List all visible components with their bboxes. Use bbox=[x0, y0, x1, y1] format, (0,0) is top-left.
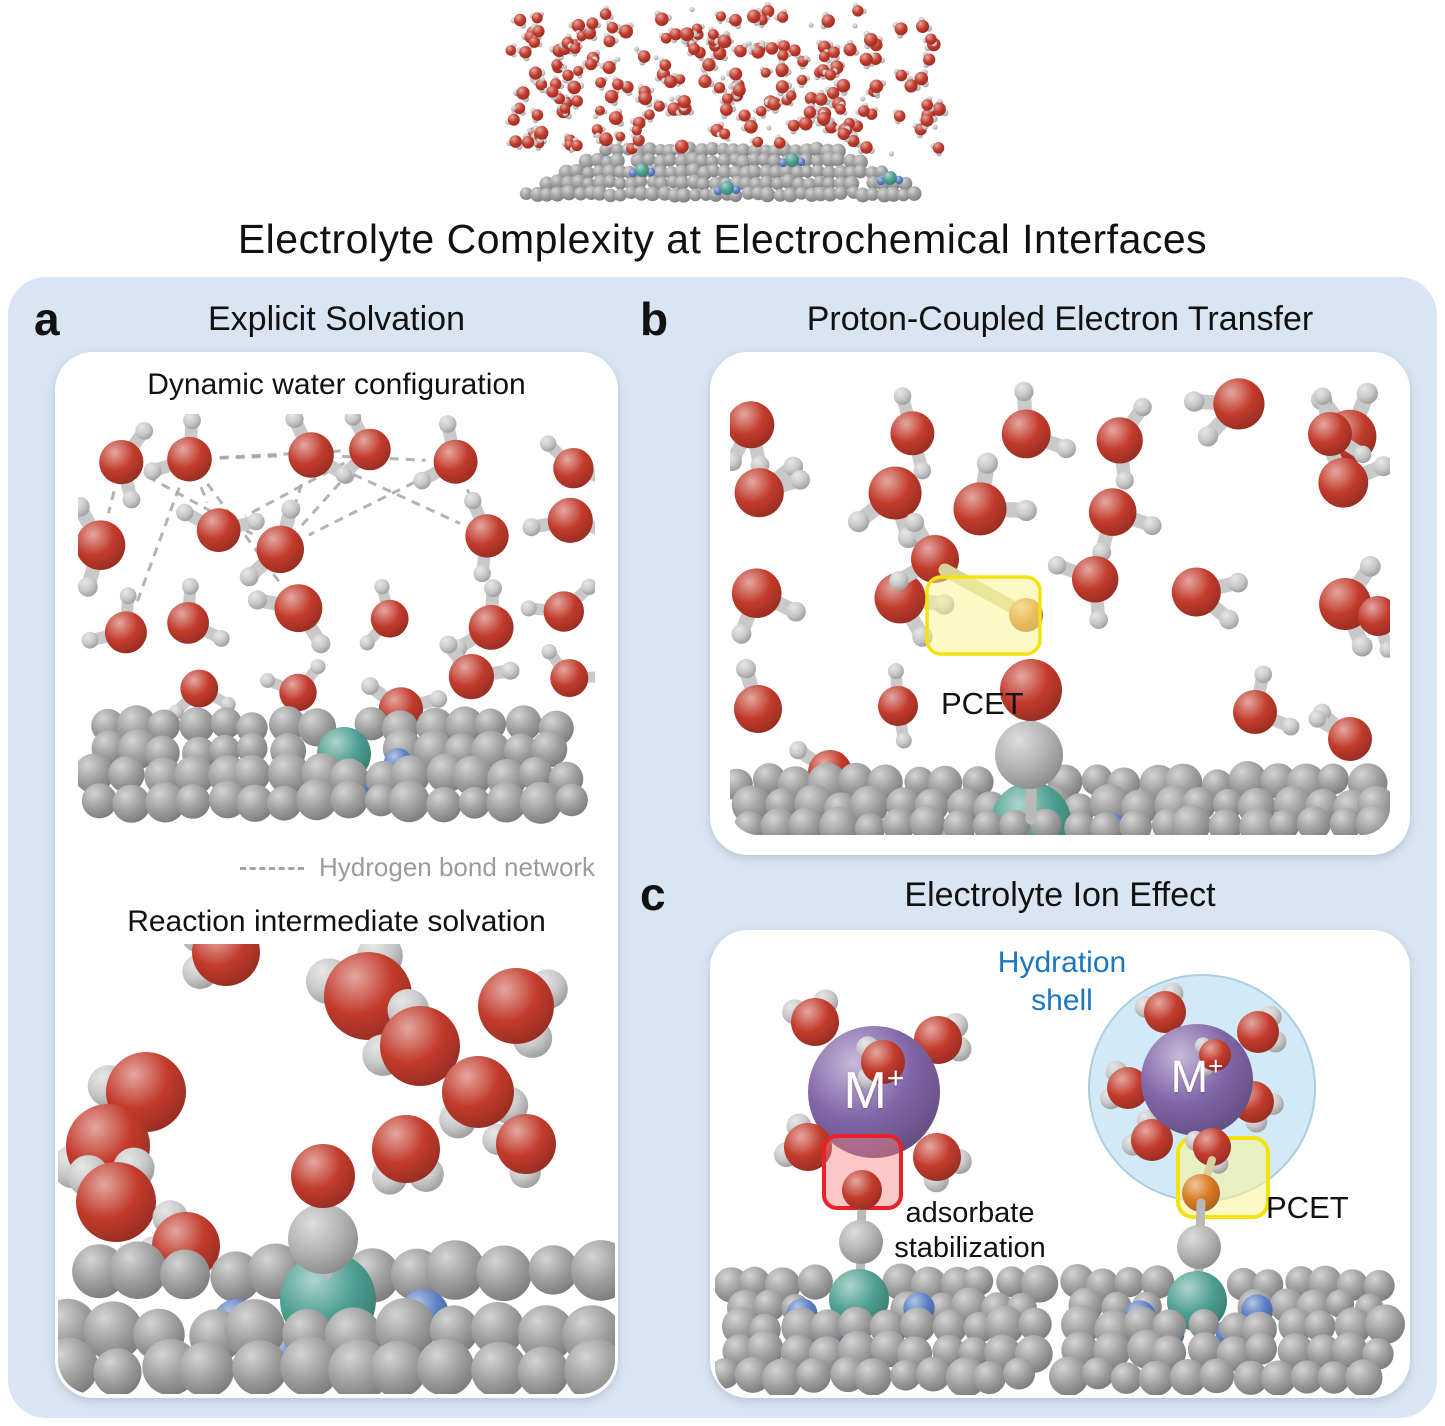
pcet-image bbox=[730, 374, 1390, 835]
hydration-shell-label: Hydration shell bbox=[948, 944, 1176, 1020]
scene-a1 bbox=[78, 414, 595, 824]
adsorbate-annotation-line1: adsorbate bbox=[905, 1197, 1035, 1229]
reaction-intermediate-title: Reaction intermediate solvation bbox=[127, 905, 546, 938]
hydrogen-bond-dash-sample bbox=[240, 867, 304, 870]
figure-title: Electrolyte Complexity at Electrochemica… bbox=[237, 216, 1208, 262]
dynamic-water-image bbox=[78, 414, 595, 838]
cation-label-left: M+ bbox=[844, 1061, 905, 1121]
panel-b-heading: Proton-Coupled Electron Transfer bbox=[806, 300, 1314, 338]
cation-charge-right: + bbox=[1208, 1050, 1224, 1081]
adsorbate-annotation: adsorbate stabilization bbox=[840, 1196, 1100, 1266]
hydration-shell-line1: Hydration bbox=[997, 946, 1127, 979]
scene-b bbox=[730, 378, 1390, 835]
dynamic-water-title: Dynamic water configuration bbox=[147, 368, 526, 401]
panel-c-label: c bbox=[640, 868, 666, 920]
scene-a2 bbox=[58, 944, 615, 1394]
hydrogen-bond-legend-label: Hydrogen bond network bbox=[319, 852, 596, 882]
hero-simulation-image bbox=[492, 2, 957, 214]
cation-label-right: M+ bbox=[1171, 1051, 1224, 1103]
hydration-shell-line2: shell bbox=[1031, 984, 1093, 1017]
cation-symbol-left: M bbox=[843, 1061, 887, 1120]
hero-svg bbox=[505, 2, 949, 203]
pcet-annotation-c: PCET bbox=[1266, 1190, 1349, 1225]
pcet-annotation-b: PCET bbox=[941, 686, 1024, 721]
cation-charge-left: + bbox=[886, 1061, 905, 1095]
panel-c-heading: Electrolyte Ion Effect bbox=[904, 876, 1216, 914]
panel-a-label: a bbox=[34, 293, 60, 345]
panel-a-heading: Explicit Solvation bbox=[207, 300, 465, 338]
reaction-intermediate-image bbox=[58, 944, 615, 1394]
adsorbate-annotation-line2: stabilization bbox=[894, 1232, 1046, 1264]
panel-b-label: b bbox=[640, 293, 669, 345]
pcet-highlight-box-b bbox=[925, 575, 1042, 656]
hydrogen-bond-legend: Hydrogen bond network bbox=[240, 852, 595, 883]
cation-symbol-right: M bbox=[1170, 1050, 1209, 1102]
ion-effect-image bbox=[715, 935, 1405, 1395]
scene-c bbox=[715, 974, 1405, 1395]
